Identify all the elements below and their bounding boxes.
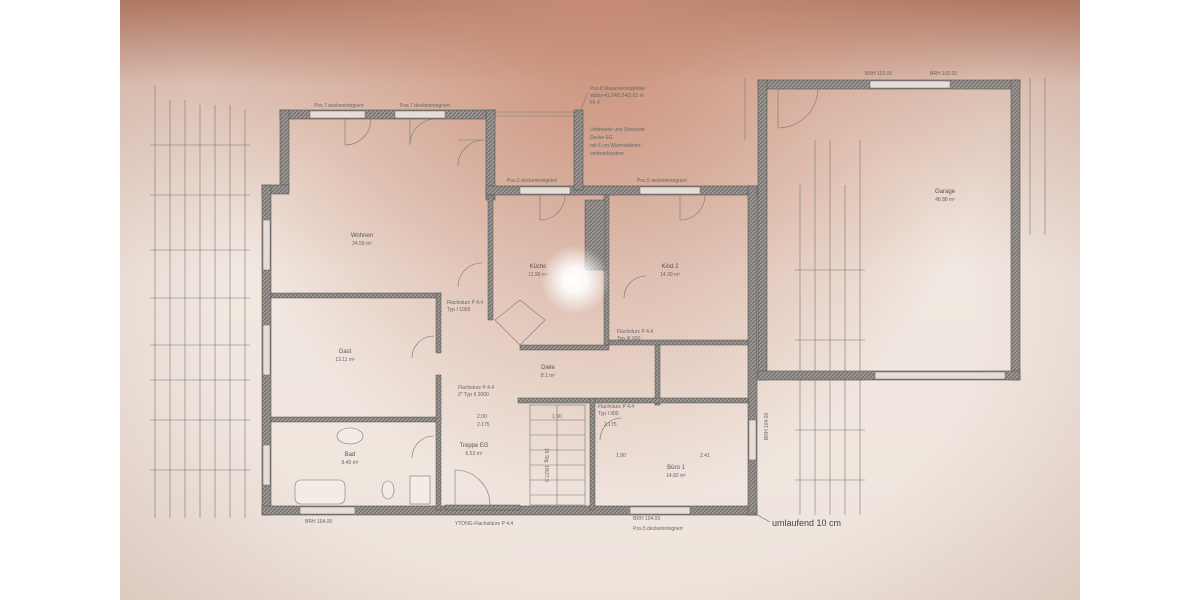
note-pos8-a: Pos.8 Mauerwerkspfeiler — [590, 86, 645, 92]
room-wohnen-area: 24.59 m² — [352, 241, 372, 247]
house-outer-walls — [261, 109, 758, 516]
annotations: Pos.7 deckenintegriert Pos.7 deckeninteg… — [305, 71, 957, 532]
note-pos5-b: Pos.5 deckenintegriert — [637, 178, 687, 184]
room-kind2-area: 14.30 m² — [660, 272, 680, 278]
note-unterseite-d: verbundsystem — [590, 151, 624, 157]
room-kueche-area: 11.90 m² — [528, 272, 548, 278]
note-pos8-c: Fk 4 — [590, 100, 600, 106]
dimension-ticks-left — [150, 144, 250, 471]
garage-walls — [757, 79, 1021, 381]
room-treppe-area: 6.53 m² — [466, 451, 483, 457]
note-sturz-wohnen-b: Typ I 1000 — [447, 307, 471, 313]
note-pos5-bottom: Pos.5 deckenintegriert — [633, 526, 683, 532]
note-pos7-left: Pos.7 deckenintegriert — [314, 103, 364, 109]
dim-2-41: 2.41 — [700, 453, 710, 459]
dim-1-90-b: 1.90 — [616, 453, 626, 459]
dim-2-00: 2.00 — [477, 414, 487, 420]
room-kueche-name: Küche — [529, 264, 547, 270]
note-pos7-right: Pos.7 deckenintegriert — [400, 103, 450, 109]
note-pos8-b: stütze=0,24/0,24/2,61 m — [590, 93, 644, 99]
note-umlaufend: umlaufend 10 cm — [772, 518, 841, 528]
garage-openings — [869, 80, 1006, 380]
room-garage-name: Garage — [935, 189, 956, 195]
room-gast-name: Gast — [339, 349, 352, 355]
balcony-outline — [495, 111, 578, 117]
dim-2-175-b: 2.175 — [604, 422, 617, 428]
note-stair-steps: 16 Stg. 18/27,5 — [543, 448, 549, 482]
room-kind2-name: Kind 2 — [661, 264, 679, 270]
dimension-lines-left — [154, 85, 246, 518]
note-pos5-a: Pos.5 deckenintegriert — [507, 178, 557, 184]
note-ytong: YTONG-Flachstürze P 4.4 — [455, 521, 513, 527]
dim-2-175: 2.175 — [477, 422, 490, 428]
note-sturz-buero-a: Flachsturz P 4.4 — [598, 404, 634, 410]
dimension-lines-right — [744, 78, 1046, 515]
note-brh-right: BRH 104.00 — [764, 413, 770, 440]
dimension-ticks-right — [795, 269, 865, 481]
note-sturz-diele-a: Flachsturz P 4.4 — [458, 385, 494, 391]
note-unterseite-c: mit 6 cm Wärmedämm- — [590, 143, 642, 149]
room-garage-area: 48.88 m² — [935, 197, 955, 203]
bath-fixtures — [294, 427, 431, 505]
note-sturz-wohnen-a: Flachsturz P 4.4 — [447, 300, 483, 306]
note-sturz-buero-b: Typ I 900 — [598, 411, 619, 417]
door-swings — [344, 87, 819, 506]
note-brh-bottom-left: BRH 104.00 — [305, 519, 332, 525]
light-glare — [540, 245, 610, 315]
room-labels: Wohnen 24.59 m² Küche 11.90 m² Kind 2 14… — [335, 189, 955, 479]
note-brh-top-b: BRH 102.00 — [930, 71, 957, 77]
room-diele-area: 8.1 m² — [541, 373, 556, 379]
room-bad-name: Bad — [345, 452, 356, 458]
dim-1-90-a: 1.90 — [552, 414, 562, 420]
note-sturz-kind-a: Flachsturz P 4.4 — [617, 329, 653, 335]
room-gast-area: 13.11 m² — [335, 357, 355, 363]
note-sturz-diele-b: 2* Typ II 2000 — [458, 392, 489, 398]
note-unterseite-b: Decke EG — [590, 135, 613, 141]
note-brh-top-a: BRH 102.00 — [865, 71, 892, 77]
note-unterseite-a: Unterseite und Stirnseite — [590, 127, 645, 133]
windows — [262, 110, 757, 515]
room-diele-name: Diele — [541, 365, 555, 371]
kitchen-elements — [494, 299, 546, 346]
note-brh-bottom-right: BRH 104.00 — [633, 516, 660, 522]
room-wohnen-name: Wohnen — [351, 233, 373, 239]
staircase — [529, 404, 586, 506]
room-buero-name: Büro 1 — [667, 465, 685, 471]
note-sturz-kind-b: Typ III 900 — [617, 336, 641, 342]
room-bad-area: 9.40 m² — [342, 460, 359, 466]
room-treppe-name: Treppe EG — [459, 443, 488, 449]
room-buero-area: 14.82 m² — [666, 473, 686, 479]
